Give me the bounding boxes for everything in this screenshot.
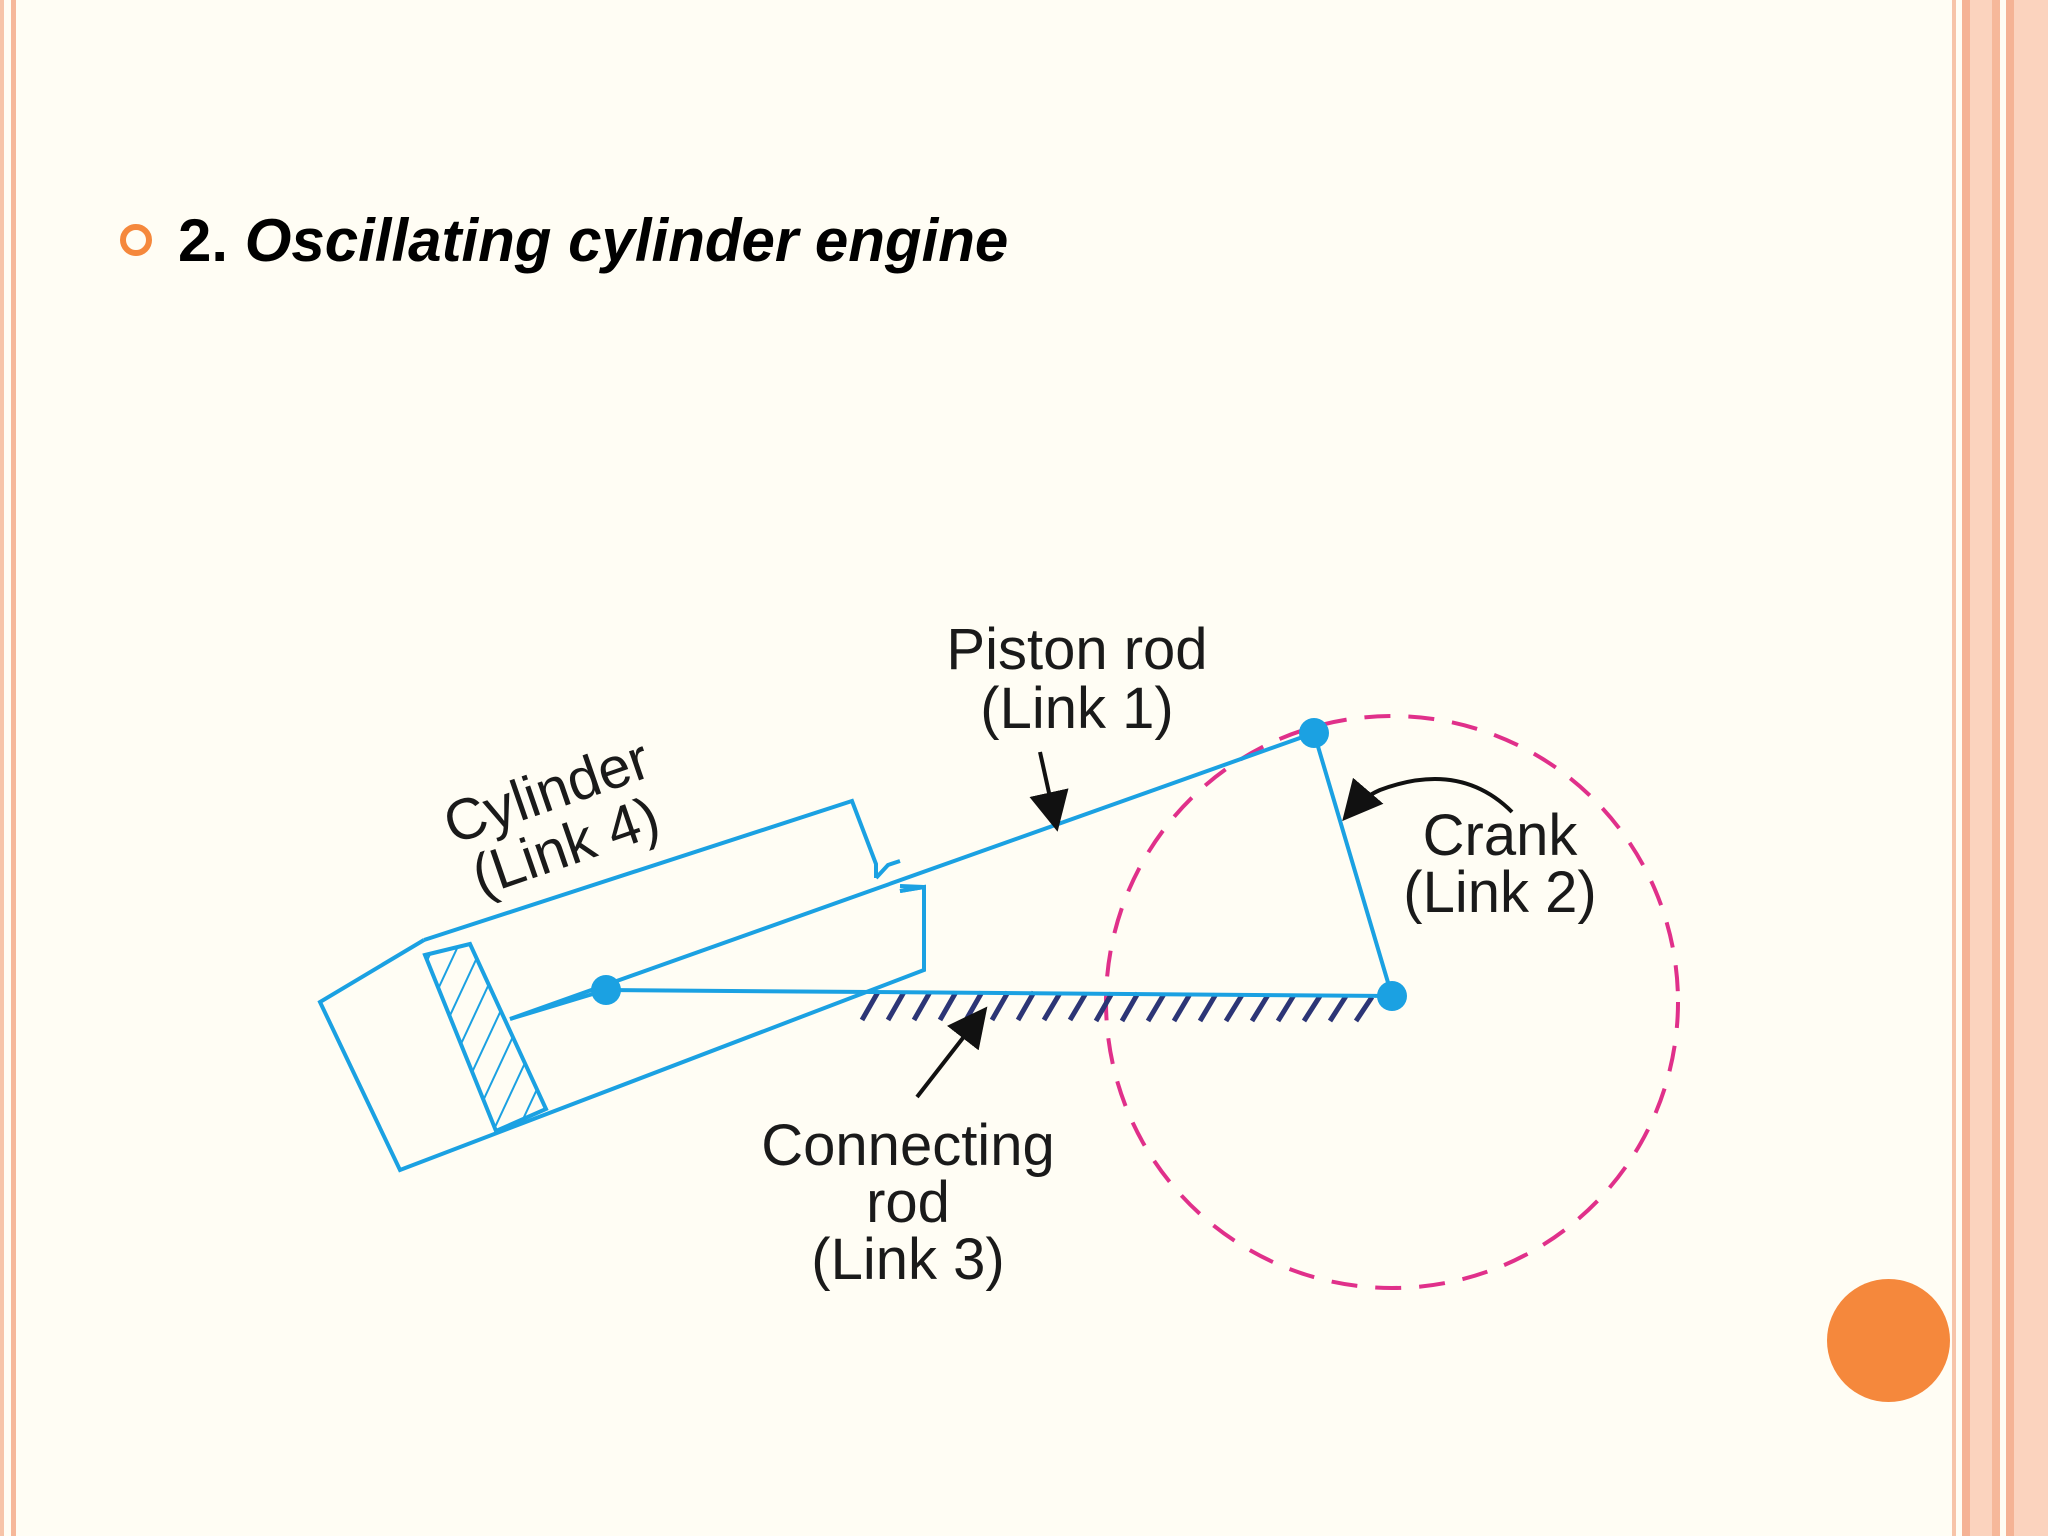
right-border (1952, 0, 2048, 1536)
cylinder-link-4 (317, 798, 926, 1173)
title-number: 2. (178, 206, 229, 274)
decorative-orange-circle (1827, 1279, 1950, 1402)
label-crank-1: Crank (1423, 803, 1579, 868)
piston-rod-inner (509, 988, 607, 1021)
crank-link-2 (1312, 732, 1394, 997)
label-piston-rod-1: Piston rod (946, 617, 1207, 682)
slide-title: 2. Oscillating cylinder engine (178, 206, 1008, 275)
label-connecting-rod-2: rod (866, 1170, 950, 1235)
label-connecting-rod-3: (Link 3) (811, 1227, 1004, 1292)
piston-rod-link-1 (509, 731, 1315, 1021)
connecting-rod-link-3 (605, 988, 1393, 998)
joint-piston (591, 975, 621, 1005)
crank-arrow (1342, 777, 1514, 822)
connecting-rod-arrow (915, 1006, 988, 1099)
title-text: Oscillating cylinder engine (244, 206, 1009, 274)
piston (422, 941, 549, 1134)
bullet-icon (120, 224, 152, 256)
slide-title-row: 2. Oscillating cylinder engine (120, 205, 1008, 275)
label-piston-rod-2: (Link 1) (980, 676, 1173, 741)
joint-crank-pivot (1377, 981, 1407, 1011)
piston-rod-arrow (1029, 751, 1069, 832)
joint-crank-top (1299, 718, 1329, 748)
left-border (0, 0, 24, 1536)
label-connecting-rod-1: Connecting (761, 1113, 1054, 1178)
ground-hatch (859, 990, 1375, 1023)
label-crank-2: (Link 2) (1403, 860, 1596, 925)
